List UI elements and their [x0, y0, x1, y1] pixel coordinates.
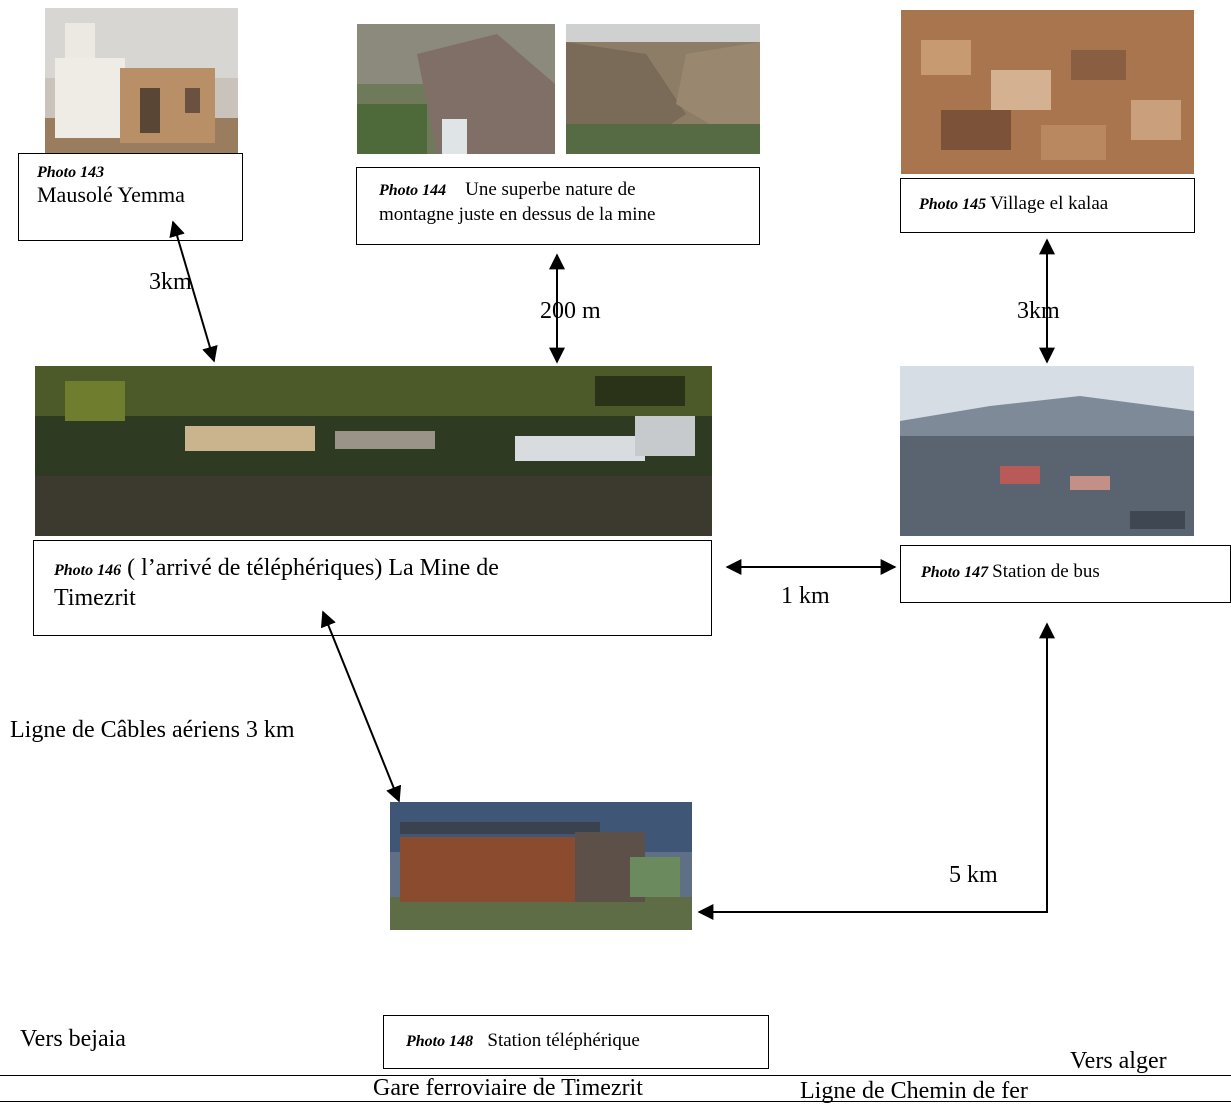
photo-148-image	[390, 802, 692, 930]
vers-alger-label: Vers alger	[1070, 1048, 1167, 1074]
photo-146-image	[35, 366, 712, 536]
photo-144-text-line2: montagne juste en dessus de la mine	[379, 204, 656, 225]
photo-144-image-left	[357, 24, 555, 154]
vers-bejaia-label: Vers bejaia	[20, 1026, 126, 1052]
photo-143-number: Photo 143	[37, 164, 105, 181]
distance-148-147: 5 km	[949, 862, 998, 888]
photo-144-number: Photo 144	[379, 182, 447, 199]
distance-145-147: 3km	[1017, 298, 1060, 324]
photo-146-text-line2: Timezrit	[54, 585, 136, 611]
photo-148-text: Station téléphérique	[473, 1030, 640, 1051]
ligne-chemin-label: Ligne de Chemin de fer	[800, 1078, 1028, 1104]
photo-145-image	[901, 10, 1194, 174]
photo-144-text: Une superbe nature de	[465, 179, 636, 200]
photo-143-text: Mausolé Yemma	[37, 182, 185, 207]
photo-147-image	[900, 366, 1194, 536]
photo-146-number: Photo 146	[54, 562, 122, 579]
photo-147-caption: Photo 147 Station de bus	[900, 545, 1231, 603]
photo-146-text: ( l’arrivé de téléphériques) La Mine de	[127, 555, 499, 581]
photo-144-caption: Photo 144 Une superbe nature de montagne…	[356, 167, 760, 245]
photo-143-caption: Photo 143 Mausolé Yemma	[18, 153, 243, 241]
photo-148-number: Photo 148	[406, 1033, 474, 1050]
photo-144-image-right	[566, 24, 760, 154]
cable-line-label: Ligne de Câbles aériens 3 km	[10, 717, 295, 743]
photo-145-text: Village el kalaa	[990, 193, 1109, 214]
photo-145-number: Photo 145	[919, 196, 987, 213]
distance-144-146: 200 m	[540, 298, 601, 324]
distance-143-146: 3km	[149, 269, 192, 295]
photo-146-caption: Photo 146 ( l’arrivé de téléphériques) L…	[33, 540, 712, 636]
distance-146-147: 1 km	[781, 583, 830, 609]
railway-line-bottom	[0, 1101, 1231, 1102]
photo-145-caption: Photo 145 Village el kalaa	[900, 178, 1195, 233]
photo-143-image	[45, 8, 238, 154]
photo-147-number: Photo 147	[921, 564, 989, 581]
photo-147-text: Station de bus	[992, 561, 1100, 582]
railway-line-top	[0, 1075, 1231, 1076]
arrow-cable	[320, 610, 402, 803]
photo-148-caption-final: Photo 148 Station téléphérique	[383, 1015, 769, 1069]
gare-label: Gare ferroviaire de Timezrit	[373, 1075, 643, 1101]
